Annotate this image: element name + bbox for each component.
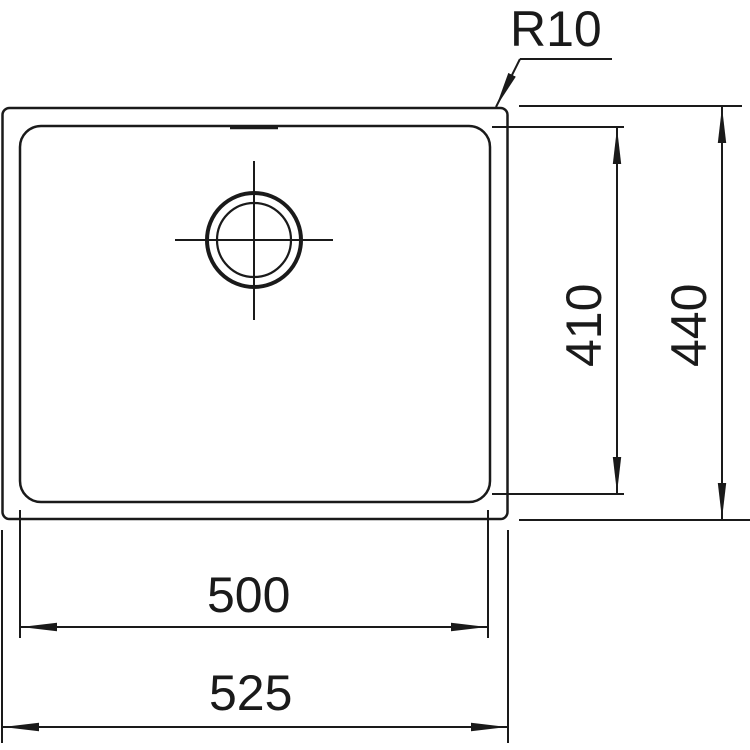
dimension-inner-depth: 410 [556,128,622,493]
drain-waste [175,161,333,320]
radius-callout: R10 [495,1,612,108]
inner-depth-label: 410 [556,284,612,367]
dimension-outer-width: 525 [3,665,507,732]
outer-rim [1,106,509,521]
dimension-outer-depth: 440 [661,107,727,519]
outer-depth-label: 440 [661,284,717,367]
radius-label: R10 [510,1,602,57]
inner-width-label: 500 [207,567,290,623]
outer-width-label: 525 [209,665,292,721]
dimension-inner-width: 500 [21,567,487,632]
